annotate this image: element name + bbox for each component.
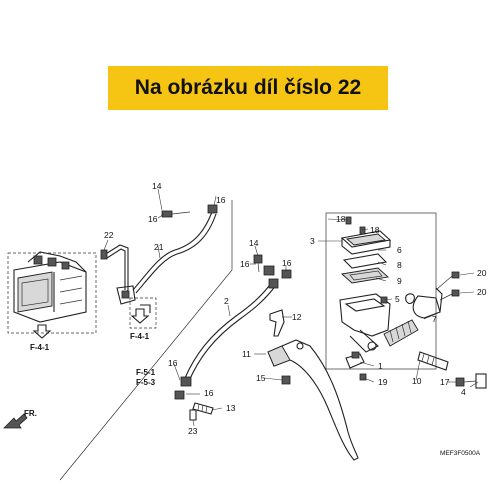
callout-1: 1 <box>378 361 383 371</box>
ref-f-4-1-b: F-4-1 <box>130 332 150 341</box>
screw-18-a <box>345 216 352 225</box>
diagram-code: MEF3F0500A <box>440 450 481 457</box>
callout-16-a: 16 <box>148 214 158 224</box>
ref-f-4-1-a: F-4-1 <box>30 343 50 352</box>
cap-plate-8 <box>342 253 388 269</box>
callout-14-b: 14 <box>249 238 259 248</box>
front-direction-indicator <box>3 413 28 429</box>
callout-6: 6 <box>397 245 402 255</box>
piston-boot <box>383 319 449 371</box>
callout-8: 8 <box>397 260 402 270</box>
callout-13: 13 <box>226 403 236 413</box>
banjo-bolt-13 <box>192 402 214 415</box>
callout-18-b: 18 <box>370 225 380 235</box>
brake-joint <box>116 285 157 329</box>
part-number-banner: Na obrázku díl číslo 22 <box>108 66 388 110</box>
ref-f-5-3: F-5-3 <box>136 378 156 387</box>
bolt-15 <box>281 375 291 385</box>
callout-4: 4 <box>461 387 466 397</box>
callout-10: 10 <box>412 376 422 386</box>
callout-16-f: 16 <box>204 388 214 398</box>
brake-lever-11 <box>267 339 359 461</box>
callout-2: 2 <box>224 296 229 306</box>
section-divider-line <box>59 200 233 481</box>
brake-hose-21 <box>132 204 218 294</box>
clip-5 <box>405 293 415 305</box>
callout-14-a: 14 <box>152 181 162 191</box>
bleeder-23 <box>189 409 197 421</box>
callout-16-e: 16 <box>168 358 178 368</box>
callout-16-c: 16 <box>240 259 250 269</box>
diaphragm-9 <box>341 267 389 284</box>
f41a-arrow <box>32 324 52 339</box>
leader-lines <box>103 188 479 427</box>
master-cylinder-body <box>339 293 391 353</box>
brake-pipe-22 <box>100 244 129 297</box>
callout-16-b: 16 <box>216 195 226 205</box>
callout-20-a: 20 <box>477 268 487 278</box>
callout-23: 23 <box>188 426 198 436</box>
screw-18-b <box>359 226 366 235</box>
holder-7 <box>412 271 460 319</box>
pivot-bolt-17 <box>455 373 487 389</box>
callout-16-d: 16 <box>282 258 292 268</box>
callout-22: 22 <box>104 230 114 240</box>
brake-hose-2 <box>174 278 279 400</box>
callout-20-b: 20 <box>477 287 487 297</box>
callout-12: 12 <box>292 312 302 322</box>
callout-11: 11 <box>242 349 251 359</box>
ref-front: FR. <box>24 409 37 418</box>
reservoir-cap <box>340 230 392 255</box>
callout-3: 3 <box>310 236 315 246</box>
callout-9: 9 <box>397 276 402 286</box>
callout-18-a: 18 <box>336 214 346 224</box>
ref-f-5-1: F-5-1 <box>136 368 156 377</box>
callout-7: 7 <box>432 314 437 324</box>
master-cylinder-box <box>325 212 437 370</box>
callout-5: 5 <box>395 294 400 304</box>
callout-17: 17 <box>440 377 450 387</box>
bracket-12 <box>269 309 285 337</box>
banjo-bolt-group-mid <box>253 254 292 279</box>
brake-switch <box>345 351 367 381</box>
callout-21: 21 <box>154 242 164 252</box>
callout-15: 15 <box>256 373 266 383</box>
callout-19: 19 <box>378 377 388 387</box>
abs-modulator-unit <box>7 251 97 334</box>
